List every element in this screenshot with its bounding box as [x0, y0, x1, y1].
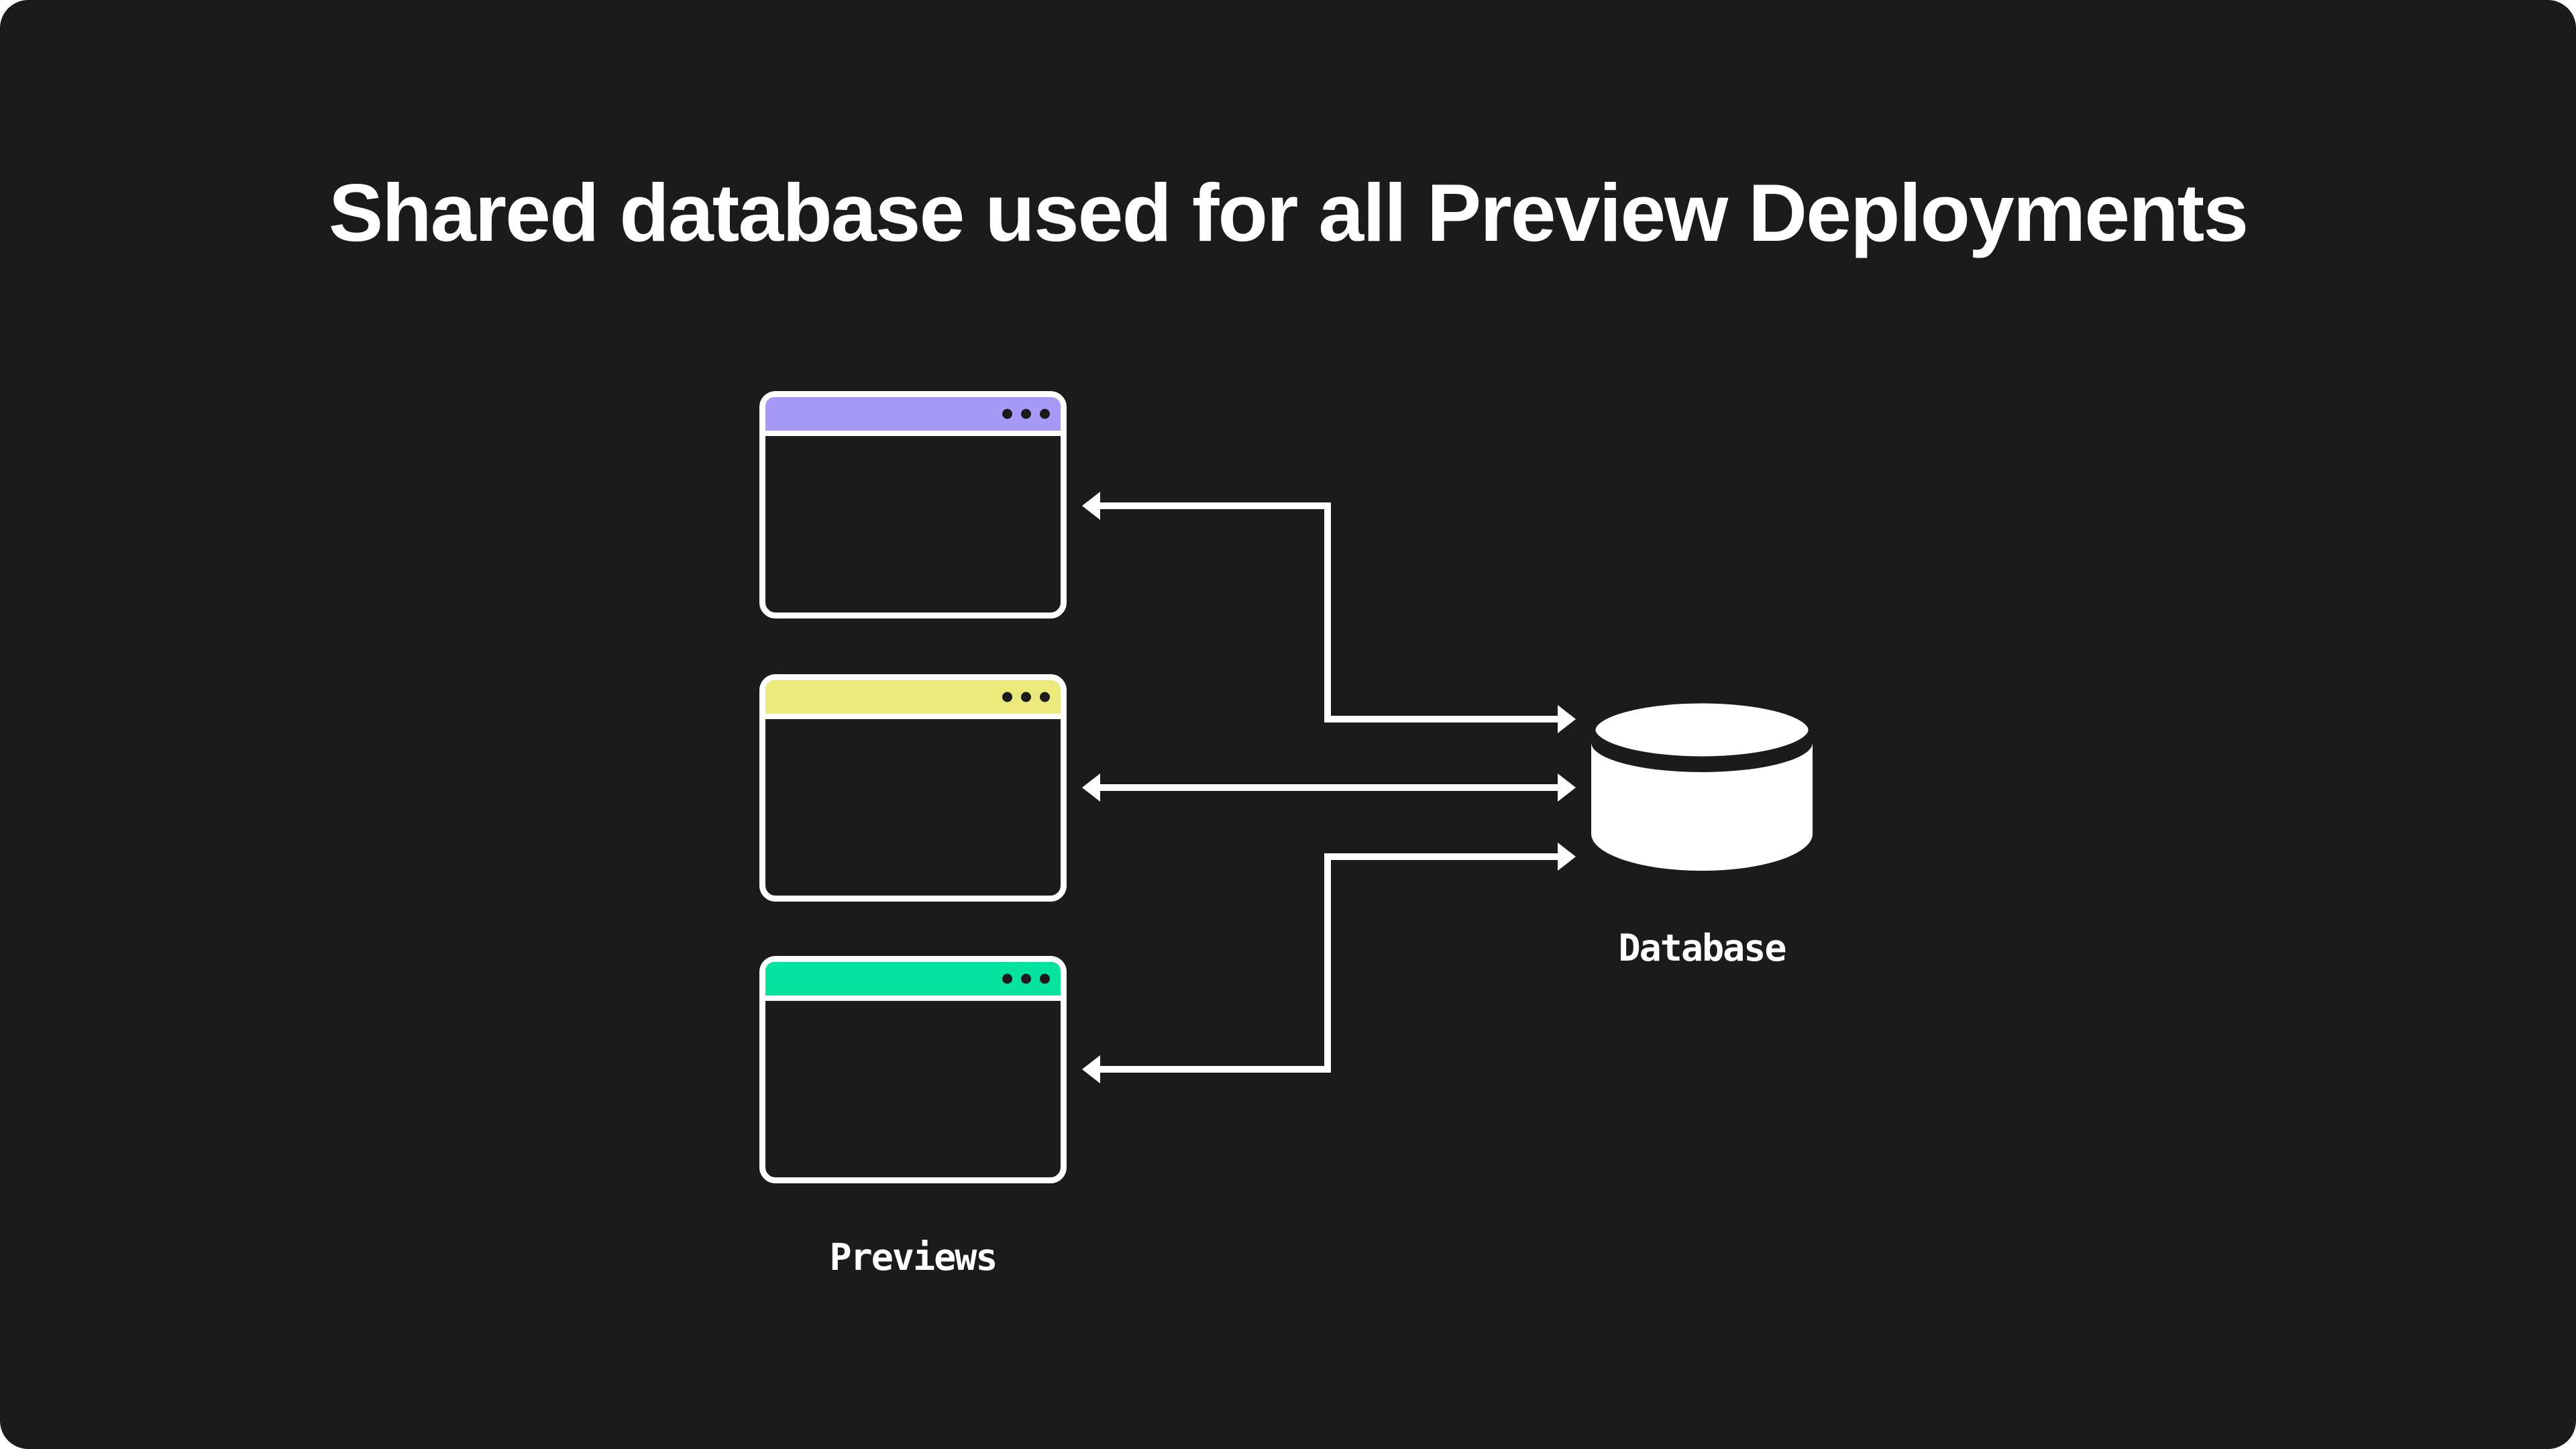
preview-window-1 — [759, 391, 1067, 619]
arrowhead-left-icon — [1082, 773, 1100, 802]
arrow-database-preview1 — [1082, 492, 1576, 733]
dot-icon — [1021, 692, 1031, 702]
diagram-title: Shared database used for all Preview Dep… — [328, 167, 2249, 258]
preview-window-3 — [759, 956, 1067, 1183]
database-label: Database — [1618, 926, 1787, 969]
window-control-dots-icon — [1002, 409, 1050, 419]
window-control-dots-icon — [1002, 692, 1050, 702]
dot-icon — [1002, 409, 1012, 419]
arrow-database-preview2 — [1082, 773, 1576, 802]
previews-label: Previews — [829, 1236, 998, 1279]
dot-icon — [1021, 409, 1031, 419]
arrowhead-left-icon — [1082, 1055, 1100, 1083]
arrowhead-left-icon — [1082, 492, 1100, 520]
dot-icon — [1002, 973, 1012, 984]
window-titlebar — [765, 962, 1061, 1001]
arrowhead-right-icon — [1558, 705, 1576, 733]
arrowhead-right-icon — [1558, 773, 1576, 802]
dot-icon — [1040, 973, 1050, 984]
dot-icon — [1040, 692, 1050, 702]
preview-window-2 — [759, 674, 1067, 902]
database-icon — [1587, 694, 1817, 871]
window-control-dots-icon — [1002, 973, 1050, 984]
dot-icon — [1021, 973, 1031, 984]
dot-icon — [1040, 409, 1050, 419]
window-titlebar — [765, 397, 1061, 436]
window-titlebar — [765, 680, 1061, 719]
arrow-database-preview3 — [1082, 843, 1576, 1083]
arrowhead-right-icon — [1558, 843, 1576, 871]
dot-icon — [1002, 692, 1012, 702]
